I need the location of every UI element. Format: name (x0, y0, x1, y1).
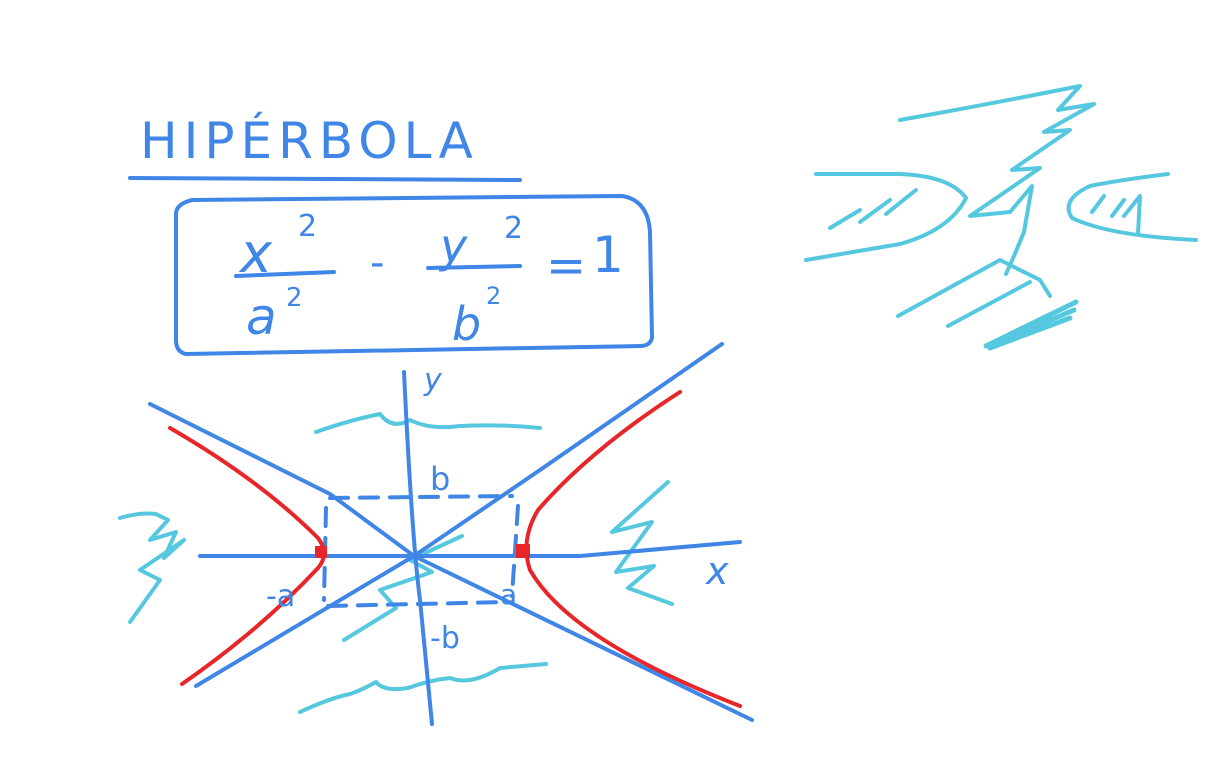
marker-b-bottom: -b (430, 621, 460, 656)
fundamental-rectangle (322, 494, 520, 608)
y-axis-label: y (423, 363, 443, 398)
eq-b-term: b (452, 297, 481, 351)
eq-a-term: a (246, 288, 277, 346)
eq-rhs: 1 (592, 226, 624, 284)
markers: b -b -a a (266, 460, 517, 656)
eq-y-term: y (438, 219, 468, 273)
title-text: HIPÉRBOLA (140, 111, 479, 170)
marker-a-right: a (500, 578, 517, 611)
x-axis (198, 540, 742, 558)
equation-box (174, 194, 654, 356)
x-axis-label: x (705, 549, 729, 593)
equation-y-fraction: y 2 b 2 (426, 211, 523, 351)
equation-x-fraction: x 2 a 2 (234, 209, 336, 346)
vertex-right-marker (516, 544, 530, 558)
vertex-left-marker (315, 546, 327, 558)
cyan-scribbles (118, 412, 674, 714)
eq-y-exp: 2 (504, 211, 523, 246)
title-underline (128, 176, 522, 182)
asymptotes (148, 342, 754, 722)
cyan-sketch-right (804, 84, 1198, 351)
eq-x-exp: 2 (298, 209, 317, 244)
eq-a-exp: 2 (286, 283, 303, 313)
eq-equals: = (546, 238, 586, 294)
eq-y-fraction-bar (426, 264, 522, 270)
hyperbola-branches (168, 390, 742, 708)
eq-minus: - (370, 240, 384, 286)
eq-x-fraction-bar (234, 270, 336, 278)
marker-b-top: b (430, 460, 450, 498)
eq-b-exp: 2 (486, 282, 501, 310)
y-axis (402, 370, 434, 726)
marker-a-left: -a (266, 579, 295, 614)
